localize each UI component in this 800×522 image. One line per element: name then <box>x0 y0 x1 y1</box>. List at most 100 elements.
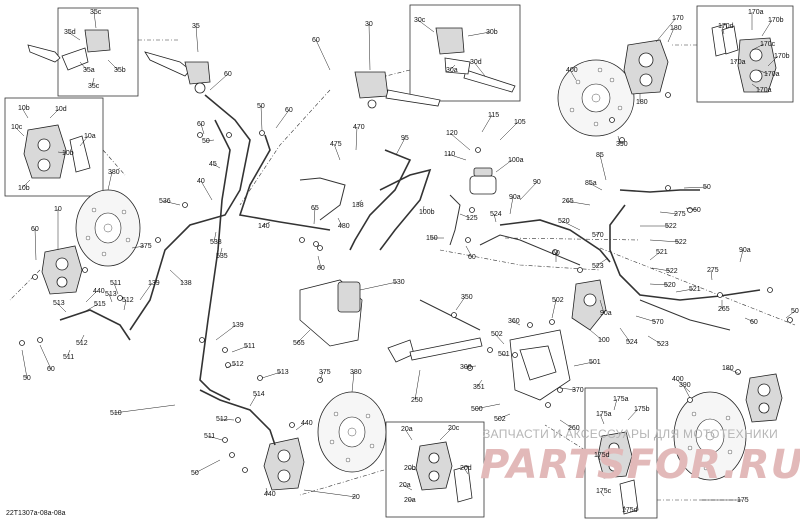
callout-350: 350 <box>461 294 473 301</box>
callout-175a1: 175a <box>613 396 629 403</box>
caliper-170 <box>623 39 669 95</box>
leader-line-170b1 <box>761 19 773 37</box>
callout-10c: 10c <box>11 124 23 131</box>
callout-20a2: 20a <box>399 482 411 489</box>
callout-535: 535 <box>216 253 228 260</box>
leader-line-440a <box>85 290 98 303</box>
callout-35c2: 35c <box>88 83 100 90</box>
callout-90a2: 90a <box>739 247 751 254</box>
watermark-tagline: ЗАПЧАСТИ И АКСЕССУАРЫ ДЛЯ МОТОТЕХНИКИ <box>483 427 778 441</box>
callout-565: 565 <box>293 340 305 347</box>
leader-line-10d <box>49 108 60 119</box>
callout-514: 514 <box>253 391 265 398</box>
leader-line-522c <box>651 267 671 272</box>
caliper-10 <box>41 245 83 295</box>
callout-95: 95 <box>401 135 409 142</box>
leader-line-400a <box>569 69 577 81</box>
callout-20b: 20b <box>404 465 416 472</box>
callout-180b: 180 <box>636 99 648 106</box>
callout-170: 170 <box>672 15 684 22</box>
leader-line-400b <box>675 378 691 393</box>
callout-511c: 511 <box>244 343 255 350</box>
leader-line-110 <box>447 153 467 161</box>
leader-line-475 <box>333 143 341 161</box>
callout-390a: 390 <box>616 141 628 148</box>
leader-line-565 <box>296 329 311 344</box>
callout-105: 105 <box>514 119 526 126</box>
leader-line-60c <box>275 109 290 129</box>
leader-line-570a <box>595 231 601 236</box>
callout-20a1: 20a <box>401 426 413 433</box>
leader-line-502c <box>497 413 511 420</box>
callout-65: 65 <box>311 205 319 212</box>
callout-520b: 520 <box>664 282 676 289</box>
callout-90a3: 90a <box>600 310 612 317</box>
brake-lines <box>59 94 761 446</box>
callout-100b: 100b <box>419 209 435 216</box>
leader-line-138a <box>355 199 363 206</box>
callout-512b: 512 <box>76 340 88 347</box>
callout-515: 515 <box>94 301 106 308</box>
leader-line-515 <box>83 303 99 313</box>
leader-line-20b <box>407 467 417 471</box>
leader-line-170a2 <box>733 59 737 63</box>
callout-60h: 60 <box>468 254 476 261</box>
callout-538: 538 <box>210 239 222 246</box>
leader-line-512b <box>79 334 85 344</box>
leader-line-360 <box>511 320 521 326</box>
leader-line-30d <box>473 61 486 77</box>
leader-line-175d <box>597 454 601 461</box>
reservoir-100 <box>469 167 497 195</box>
callout-115: 115 <box>488 112 499 119</box>
callout-511b: 511 <box>63 354 74 361</box>
leader-line-20 <box>303 489 357 498</box>
caliper-175 <box>745 373 783 423</box>
callout-20c: 20c <box>448 425 460 432</box>
callout-360: 360 <box>508 318 520 325</box>
leader-line-260 <box>559 419 573 429</box>
callout-502b: 502 <box>491 331 503 338</box>
callout-300: 300 <box>460 364 472 371</box>
callout-110: 110 <box>444 151 455 158</box>
callout-524b: 524 <box>626 339 638 346</box>
leader-line-175d2 <box>623 505 627 511</box>
leader-line-375b <box>319 371 324 381</box>
leader-line-520b <box>649 283 669 286</box>
callout-50d: 50 <box>23 375 31 382</box>
leader-line-20c <box>439 427 453 441</box>
leader-line-520a <box>561 220 581 231</box>
leader-line-30a <box>449 64 456 71</box>
callout-390b: 390 <box>679 382 691 389</box>
rear-master-cylinder <box>571 279 607 331</box>
leader-line-370 <box>559 387 577 391</box>
leader-line-60b <box>209 73 229 91</box>
leader-line-95 <box>395 137 406 156</box>
leader-line-570b <box>635 315 657 323</box>
callout-139b: 139 <box>232 322 244 329</box>
leader-line-536 <box>162 200 181 206</box>
callout-30: 30 <box>365 21 373 28</box>
leader-line-175c <box>599 490 605 497</box>
detail-frame-master-cylinder-front <box>57 7 139 97</box>
leader-line-510 <box>113 404 176 414</box>
leader-line-300 <box>463 365 477 368</box>
leader-line-90a1 <box>509 196 514 215</box>
callout-440c: 440 <box>264 491 276 498</box>
fasteners <box>19 92 793 473</box>
callout-175d: 175d <box>594 452 610 459</box>
callout-275b: 275 <box>707 267 719 274</box>
caliper-20 <box>263 437 305 491</box>
master-cylinder-35-detail <box>27 29 111 71</box>
callout-170c: 170c <box>760 41 776 48</box>
callout-35c: 35c <box>90 9 102 16</box>
leader-line-380b <box>351 371 355 393</box>
leader-line-514 <box>249 393 258 407</box>
callout-511d: 511 <box>204 433 215 440</box>
callout-30a: 30a <box>446 67 458 74</box>
leader-line-350 <box>455 296 466 311</box>
callout-351: 351 <box>473 384 485 391</box>
leader-line-140 <box>261 221 271 227</box>
leader-line-275b <box>710 269 713 281</box>
